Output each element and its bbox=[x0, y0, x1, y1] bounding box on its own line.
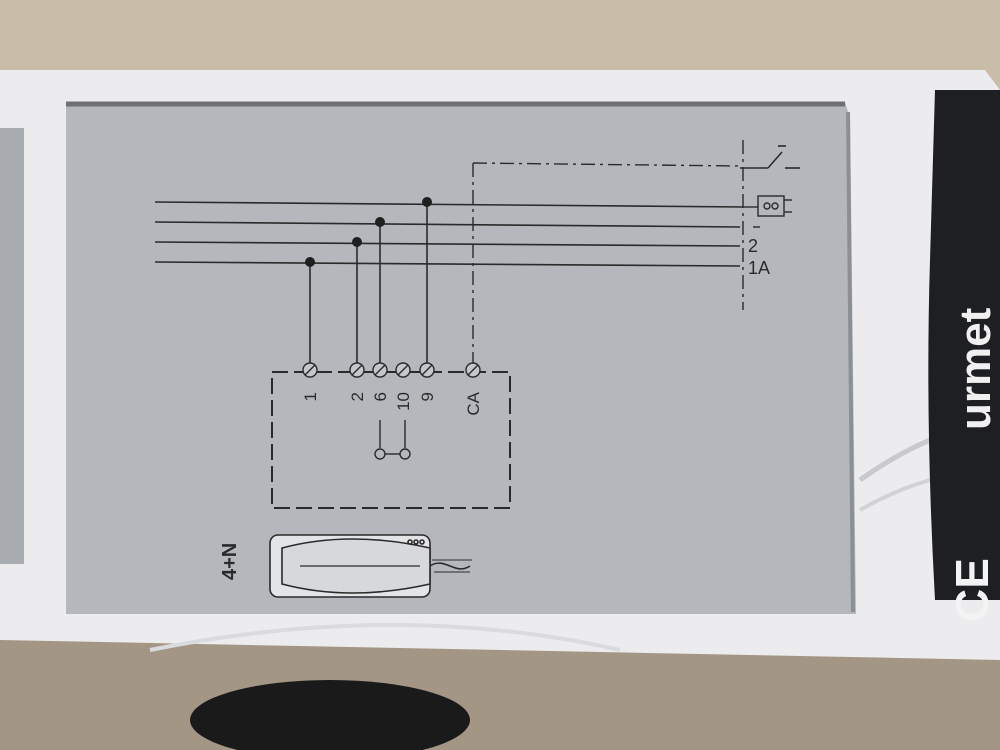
decor-arc-3 bbox=[149, 623, 621, 652]
bus-lines bbox=[154, 201, 746, 267]
terminal-screw-ca bbox=[465, 362, 481, 378]
terminal-screw-2 bbox=[349, 362, 365, 378]
terminal-label-6: 6 bbox=[371, 392, 390, 401]
box-side-window bbox=[0, 128, 24, 564]
terminal-label-1: 1 bbox=[301, 392, 320, 401]
label-line-1a: 1A bbox=[748, 258, 770, 278]
urmet-logo: urmet bbox=[951, 307, 1000, 430]
background-shadow bbox=[0, 640, 1000, 750]
device-enclosure bbox=[271, 371, 511, 509]
logo-band bbox=[928, 90, 1000, 600]
bus-line-6 bbox=[154, 221, 741, 228]
junction-dot bbox=[352, 237, 362, 247]
terminal-screw-1 bbox=[302, 362, 318, 378]
terminal-screw-6 bbox=[372, 362, 388, 378]
panel-right-edge bbox=[846, 111, 855, 613]
drop-wires bbox=[309, 202, 428, 370]
internal-jumper bbox=[374, 420, 411, 460]
junction-dot bbox=[375, 217, 385, 227]
terminal-label-ca: CA bbox=[464, 391, 483, 415]
bus-line-1a bbox=[154, 261, 741, 267]
cable-shadow bbox=[190, 680, 470, 750]
handset-icon bbox=[269, 534, 472, 598]
terminal-label-10: 10 bbox=[394, 392, 413, 411]
label-line-2: 2 bbox=[748, 236, 758, 256]
bus-line-9 bbox=[154, 201, 746, 208]
bus-line-2 bbox=[154, 241, 741, 247]
terminal-labels: 1 2 6 10 9 CA bbox=[301, 391, 483, 415]
terminal-label-2: 2 bbox=[348, 392, 367, 401]
junction-dot bbox=[422, 197, 432, 207]
terminal-screws bbox=[302, 362, 481, 378]
junction-dot bbox=[305, 257, 315, 267]
system-label: 4+N bbox=[219, 543, 241, 580]
terminal-screw-10 bbox=[395, 362, 411, 378]
junction-dots bbox=[305, 197, 432, 267]
terminal-label-9: 9 bbox=[418, 392, 437, 401]
terminal-screw-9 bbox=[419, 362, 435, 378]
switch-icon bbox=[740, 145, 800, 169]
ca-line-top bbox=[472, 162, 741, 167]
door-lock-icon bbox=[745, 195, 792, 228]
ce-mark: CE bbox=[946, 558, 998, 622]
diagram-panel bbox=[66, 102, 856, 614]
